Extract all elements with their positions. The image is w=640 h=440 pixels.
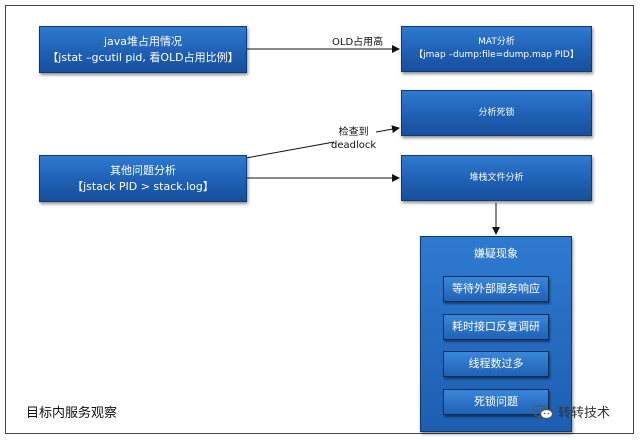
suspect-item: 耗时接口反复调研	[443, 314, 549, 340]
node-other-issues-title: 其他问题分析	[110, 163, 176, 177]
suspect-phenomena-title: 嫌疑现象	[474, 247, 518, 260]
node-deadlock-analysis: 分析死锁	[401, 90, 592, 136]
node-mat-analysis-command: 【jmap –dump:file=dump.map PID】	[414, 50, 579, 60]
node-heap-usage-command: 【jstat –gcutil pid, 看OLD占用比例】	[47, 50, 239, 64]
node-heap-usage: java堆占用情况 【jstat –gcutil pid, 看OLD占用比例】	[39, 26, 247, 73]
edge-label-found-deadlock: 检查到 deadlock	[331, 126, 376, 152]
suspect-item: 死锁问题	[443, 389, 549, 415]
node-stack-analysis-title: 堆栈文件分析	[469, 172, 524, 183]
node-stack-analysis: 堆栈文件分析	[401, 155, 592, 201]
node-other-issues: 其他问题分析 【jstack PID > stack.log】	[39, 155, 247, 202]
arrow-other-to-deadlock	[245, 141, 335, 159]
suspect-phenomena-group: 嫌疑现象 等待外部服务响应 耗时接口反复调研 线程数过多 死锁问题	[420, 236, 572, 432]
node-mat-analysis-title: MAT分析	[478, 37, 515, 47]
arrow-label-to-deadlock	[375, 125, 400, 134]
wechat-icon	[532, 404, 554, 419]
diagram-caption: 目标内服务观察	[26, 406, 118, 421]
suspect-item: 线程数过多	[443, 351, 549, 377]
node-mat-analysis: MAT分析 【jmap –dump:file=dump.map PID】	[401, 26, 592, 72]
suspect-item: 等待外部服务响应	[443, 276, 549, 302]
edge-label-old-high: OLD占用高	[332, 37, 384, 48]
watermark: 转转技术	[532, 402, 610, 421]
watermark-text: 转转技术	[558, 406, 611, 421]
node-heap-usage-title: java堆占用情况	[103, 34, 183, 48]
edge-label-found-deadlock-line2: deadlock	[331, 140, 377, 151]
node-other-issues-command: 【jstack PID > stack.log】	[72, 179, 214, 193]
node-deadlock-analysis-title: 分析死锁	[478, 107, 515, 118]
edge-label-found-deadlock-line1: 检查到	[338, 127, 369, 138]
